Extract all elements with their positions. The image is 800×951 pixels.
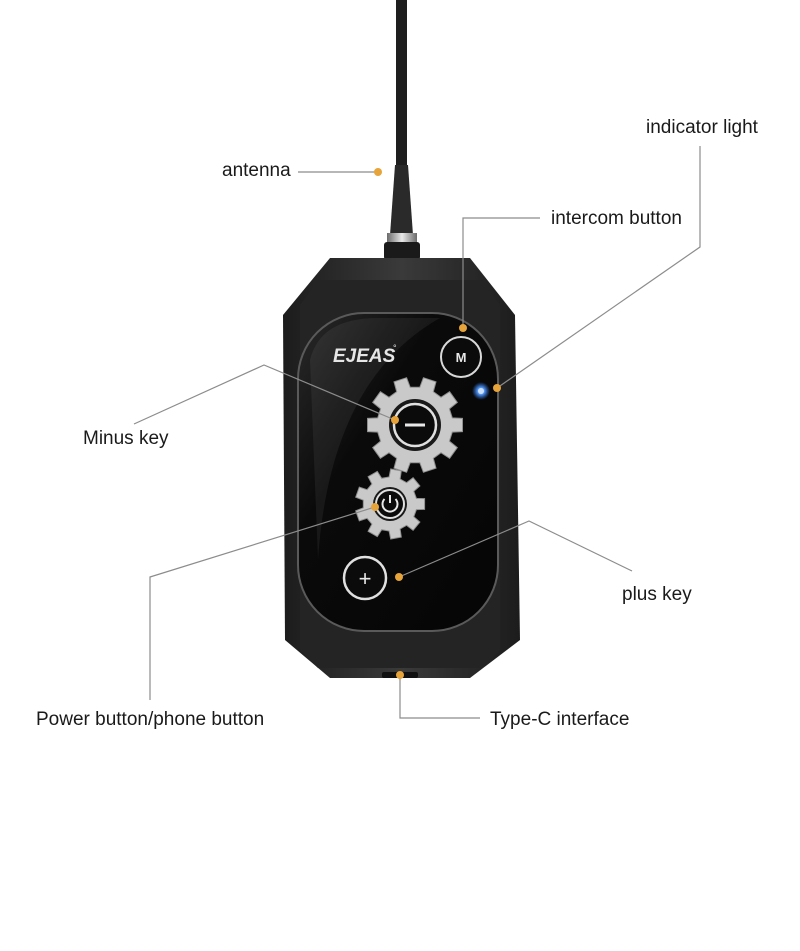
leader-typec xyxy=(399,675,480,719)
minus-icon xyxy=(405,423,425,427)
dot-typec xyxy=(396,671,404,679)
brand-trademark: ° xyxy=(393,343,397,353)
dot-plus xyxy=(395,573,403,581)
dot-intercom xyxy=(459,324,467,332)
intercom-icon: M xyxy=(456,350,467,365)
label-intercom-button: intercom button xyxy=(551,208,682,229)
dot-power xyxy=(371,503,379,511)
leader-intercom xyxy=(462,217,540,328)
antenna-cable xyxy=(384,0,420,260)
dot-indicator xyxy=(493,384,501,392)
label-power-button: Power button/phone button xyxy=(36,709,265,730)
indicator-light xyxy=(472,382,490,400)
leader-lines xyxy=(133,146,701,719)
power-button[interactable] xyxy=(375,489,405,519)
brand-logo: EJEAS xyxy=(333,346,396,367)
label-antenna: antenna xyxy=(222,160,291,181)
leader-power xyxy=(149,506,376,700)
dot-antenna xyxy=(374,168,382,176)
label-plus-key: plus key xyxy=(622,584,692,605)
leader-minus xyxy=(133,364,396,425)
intercom-button[interactable]: M xyxy=(440,336,482,378)
power-icon xyxy=(381,495,399,513)
leader-dots xyxy=(371,168,501,679)
minus-key[interactable] xyxy=(392,402,438,448)
plus-icon: + xyxy=(359,566,372,591)
label-minus-key: Minus key xyxy=(83,428,169,449)
plus-key[interactable]: + xyxy=(342,555,388,601)
leader-plus xyxy=(398,520,633,578)
label-typec-interface: Type-C interface xyxy=(490,709,630,730)
dot-minus xyxy=(391,416,399,424)
leader-indicator xyxy=(496,146,701,389)
label-indicator-light: indicator light xyxy=(646,117,758,138)
